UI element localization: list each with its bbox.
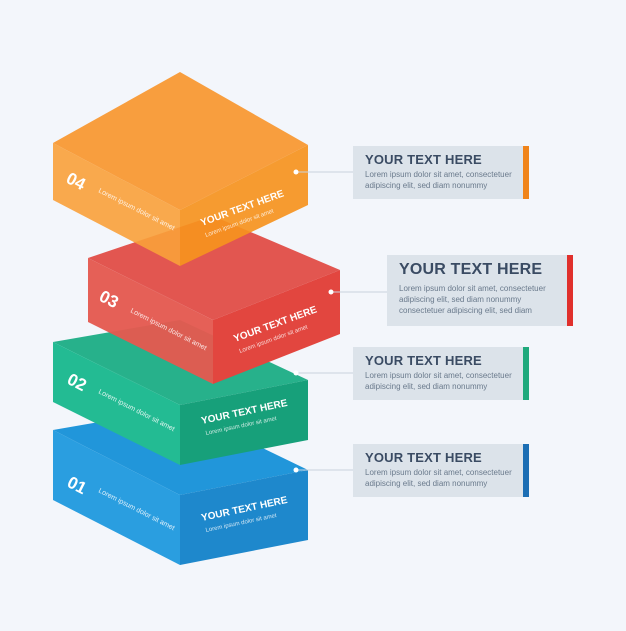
connector-03-dot — [328, 289, 334, 295]
callout-02-body-line-1: Lorem ipsum dolor sit amet, consectetuer — [365, 371, 512, 380]
callout-02-title: YOUR TEXT HERE — [365, 353, 482, 368]
callout-01-body-line-1: Lorem ipsum dolor sit amet, consectetuer — [365, 468, 512, 477]
callout-02: YOUR TEXT HERE Lorem ipsum dolor sit ame… — [353, 347, 529, 400]
callout-01: YOUR TEXT HERE Lorem ipsum dolor sit ame… — [353, 444, 529, 497]
callout-01-accent-bar — [523, 444, 529, 497]
callout-02-accent-bar — [523, 347, 529, 400]
layer-01-left-face — [53, 430, 180, 565]
layer-02-left-face — [53, 342, 180, 465]
layer-02-right-face — [180, 380, 308, 465]
layer-03-left-face — [88, 258, 213, 384]
layer-04-top-face — [53, 72, 308, 210]
callout-04: YOUR TEXT HERE Lorem ipsum dolor sit ame… — [353, 146, 529, 199]
layer-01-right-face — [180, 470, 308, 565]
connector-04-dot — [293, 169, 299, 175]
callout-01-body-line-2: adipiscing elit, sed diam nonummy — [365, 478, 488, 488]
callout-02-body-line-2: adipiscing elit, sed diam nonummy — [365, 381, 488, 391]
connectors — [293, 169, 387, 473]
callout-03: YOUR TEXT HERE Lorem ipsum dolor sit ame… — [387, 255, 573, 326]
callout-04-accent-bar — [523, 146, 529, 199]
callout-03-body-line-3: consectetuer adipiscing elit, sed diam — [399, 305, 532, 315]
callout-04-body-line-2: adipiscing elit, sed diam nonummy — [365, 180, 488, 190]
callout-01-title: YOUR TEXT HERE — [365, 450, 482, 465]
callout-03-title: YOUR TEXT HERE — [399, 261, 543, 278]
layer-04-right-face — [180, 145, 308, 266]
layer-04-left-face — [53, 143, 180, 266]
callout-03-body-line-1: Lorem ipsum dolor sit amet, consectetuer — [399, 284, 546, 293]
callout-04-body-line-1: Lorem ipsum dolor sit amet, consectetuer — [365, 170, 512, 179]
connector-01-dot — [293, 467, 299, 473]
layer-04-block: 04 Lorem ipsum dolor sit amet YOUR TEXT … — [53, 72, 308, 266]
callout-04-title: YOUR TEXT HERE — [365, 152, 482, 167]
layer-03-right-face — [213, 270, 340, 384]
connector-02-dot — [293, 370, 299, 376]
callout-03-body-line-2: adipiscing elit, sed diam nonummy — [399, 294, 522, 304]
callout-03-accent-bar — [567, 255, 573, 326]
